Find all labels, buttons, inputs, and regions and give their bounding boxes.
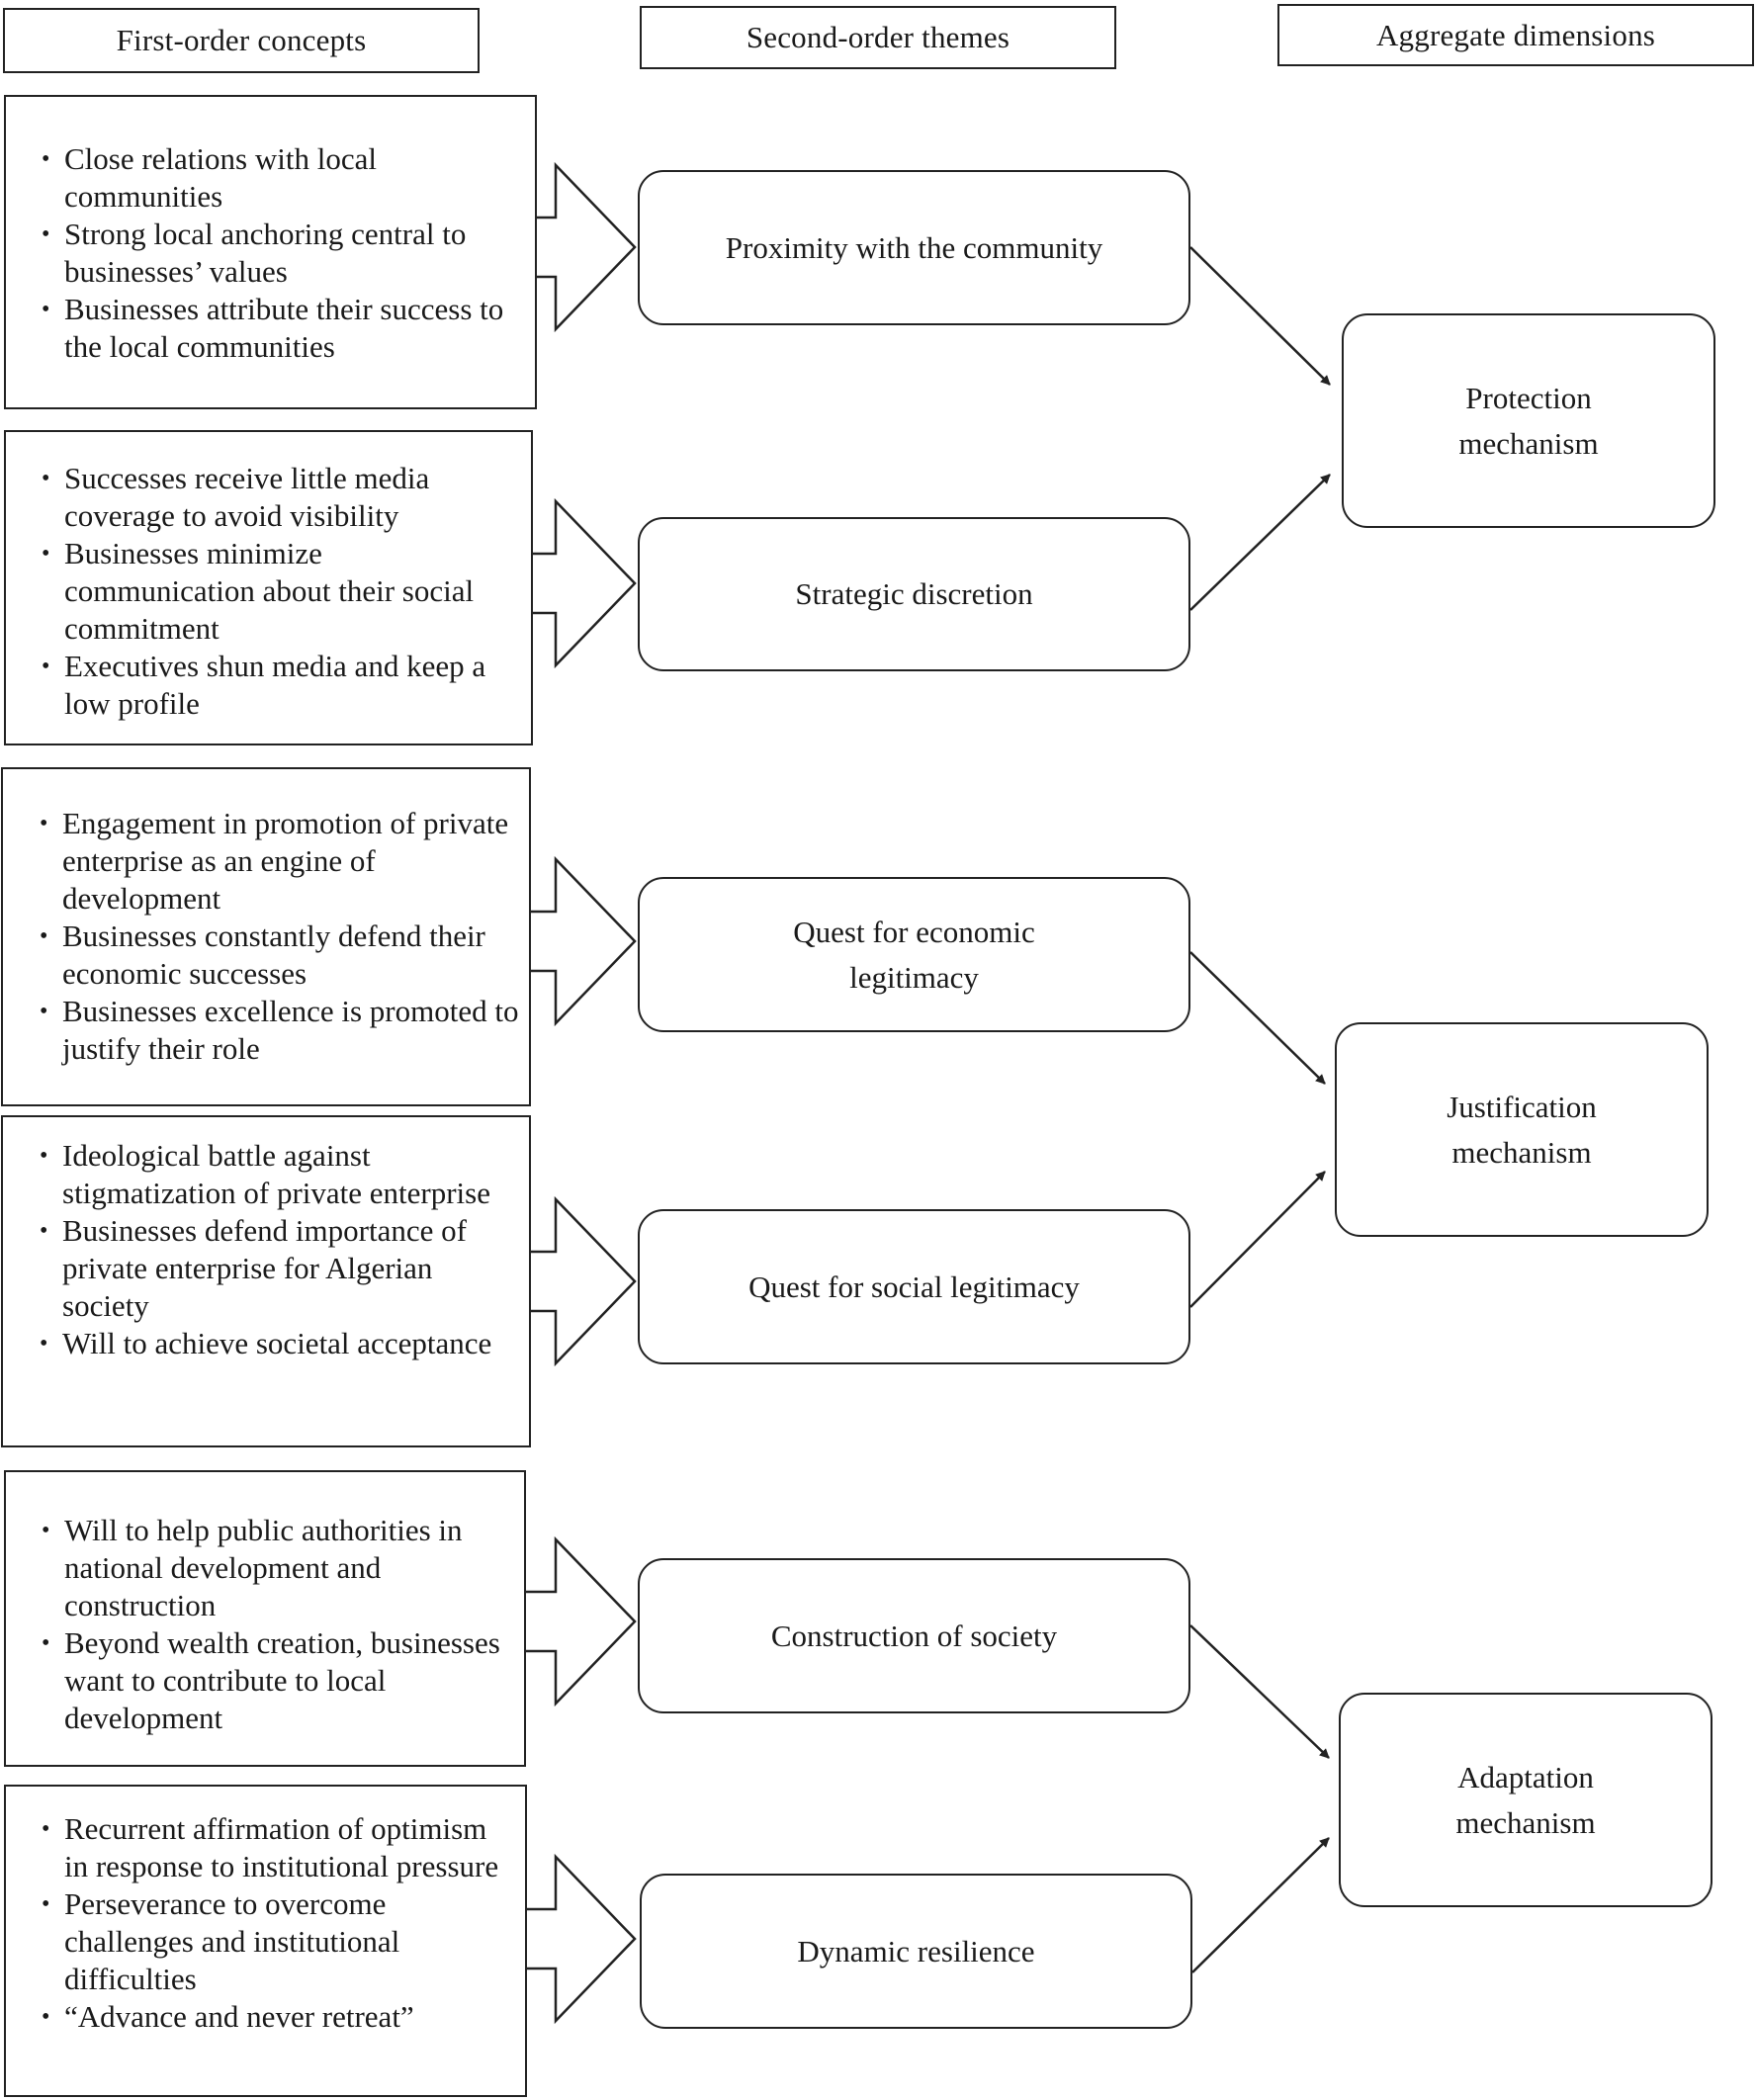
concept-item: Recurrent affirmation of optimism in res… [36, 1810, 515, 1885]
block-arrow-5 [524, 1535, 637, 1707]
concept-item: Close relations with local communities [36, 140, 520, 216]
concept-item: Ideological battle against stigmatizatio… [34, 1137, 523, 1212]
connector-arrow-4 [1189, 1171, 1326, 1308]
block-arrow-2 [531, 497, 637, 669]
concept-item: Businesses defend importance of private … [34, 1212, 523, 1325]
header-aggregate-dimensions: Aggregate dimensions [1277, 4, 1754, 66]
theme-dynamic-resilience: Dynamic resilience [640, 1874, 1192, 2029]
block-arrow-4 [529, 1195, 637, 1367]
concept-item: Strong local anchoring central to busine… [36, 216, 520, 291]
concept-box-3: Engagement in promotion of private enter… [1, 767, 531, 1106]
connector-arrow-1 [1189, 246, 1331, 386]
concept-box-6: Recurrent affirmation of optimism in res… [4, 1785, 527, 2097]
concept-box-1: Close relations with local communities S… [4, 95, 537, 409]
theme-quest-for-economic-legitimacy: Quest for economic legitimacy [638, 877, 1190, 1032]
concept-item: Businesses minimize communication about … [36, 535, 520, 648]
concept-item: Successes receive little media coverage … [36, 460, 520, 535]
header-second-order-themes: Second-order themes [640, 6, 1116, 69]
connector-arrow-2 [1189, 474, 1331, 611]
connector-arrow-6 [1191, 1837, 1330, 1973]
header-first-order-concepts: First-order concepts [3, 8, 480, 73]
block-arrow-1 [535, 161, 637, 333]
block-arrow-6 [525, 1853, 637, 2025]
concept-item: Will to help public authorities in natio… [36, 1512, 515, 1624]
concept-item: “Advance and never retreat” [36, 1998, 515, 2036]
dimension-adaptation-mechanism: Adaptation mechanism [1339, 1693, 1712, 1907]
concept-item: Businesses excellence is promoted to jus… [34, 993, 523, 1068]
concept-item: Businesses attribute their success to th… [36, 291, 520, 366]
dimension-protection-mechanism: Protection mechanism [1342, 313, 1715, 528]
connector-arrow-3 [1189, 951, 1326, 1085]
concept-item: Beyond wealth creation, businesses want … [36, 1624, 515, 1737]
concept-item: Engagement in promotion of private enter… [34, 805, 523, 918]
dimension-justification-mechanism: Justification mechanism [1335, 1022, 1709, 1237]
block-arrow-3 [529, 855, 637, 1027]
theme-construction-of-society: Construction of society [638, 1558, 1190, 1713]
concept-item: Perseverance to overcome challenges and … [36, 1885, 515, 1998]
concept-box-2: Successes receive little media coverage … [4, 430, 533, 745]
concept-item: Businesses constantly defend their econo… [34, 918, 523, 993]
concept-item: Executives shun media and keep a low pro… [36, 648, 520, 723]
concept-box-4: Ideological battle against stigmatizatio… [1, 1115, 531, 1447]
theme-proximity-with-the-community: Proximity with the community [638, 170, 1190, 325]
connector-arrow-5 [1189, 1624, 1330, 1759]
theme-strategic-discretion: Strategic discretion [638, 517, 1190, 671]
concept-box-5: Will to help public authorities in natio… [4, 1470, 526, 1767]
theme-quest-for-social-legitimacy: Quest for social legitimacy [638, 1209, 1190, 1364]
concept-item: Will to achieve societal acceptance [34, 1325, 523, 1362]
